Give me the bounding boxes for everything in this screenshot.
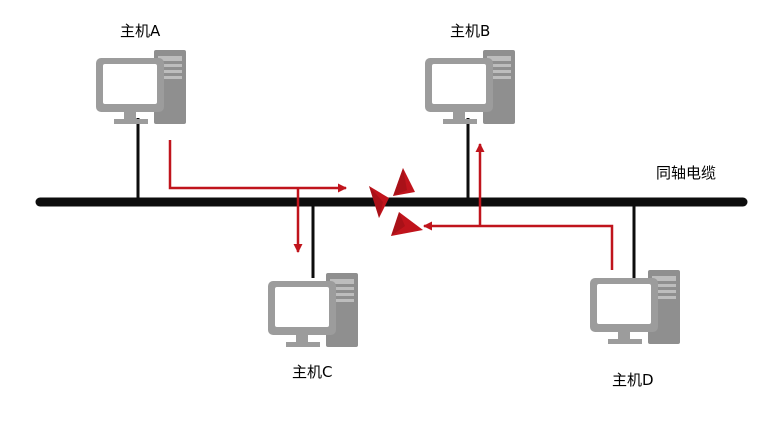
coaxial-cable-label: 同轴电缆 <box>656 164 716 182</box>
host-c-computer-icon <box>268 273 358 347</box>
host-b-computer-icon <box>425 50 515 124</box>
host-d-label: 主机D <box>612 371 654 389</box>
host-b-label: 主机B <box>450 22 490 40</box>
host-d-computer-icon <box>590 270 680 344</box>
host-c-label: 主机C <box>292 363 332 381</box>
collision-burst-icon <box>369 168 423 236</box>
signal-arrow-a-to-collision <box>168 140 347 193</box>
host-a-label: 主机A <box>120 22 161 40</box>
host-a-computer-icon <box>96 50 186 124</box>
signal-arrow-d-to-collision <box>423 221 614 270</box>
